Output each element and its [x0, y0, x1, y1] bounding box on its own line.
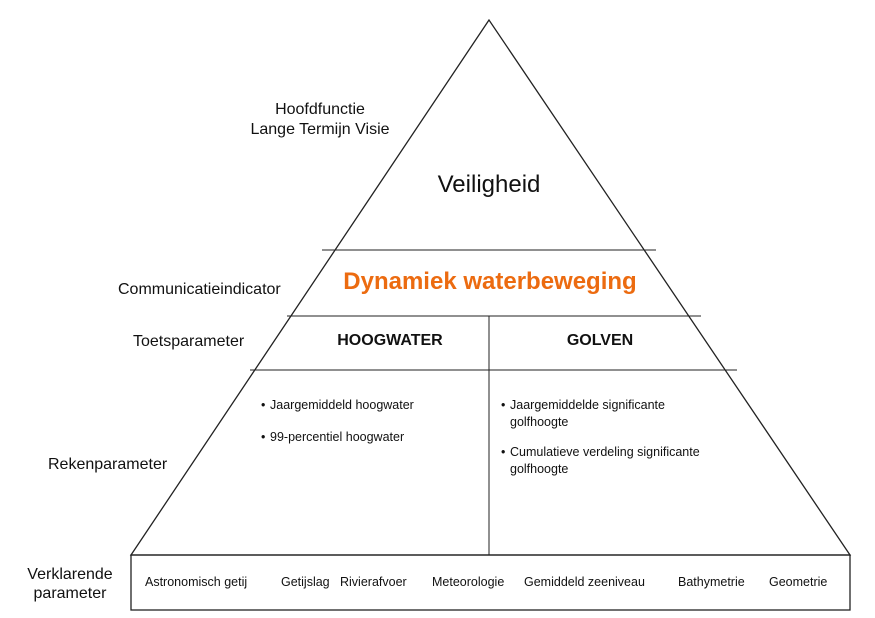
reken-right-item-line: Cumulatieve verdeling significante: [510, 445, 700, 459]
base-item-gemiddeld-zeeniveau: Gemiddeld zeeniveau: [524, 575, 645, 589]
level-label-verklarend-line1: Verklarende: [27, 566, 113, 583]
reken-right-item-line: Jaargemiddelde significante: [510, 398, 665, 412]
list-item: • 99-percentiel hoogwater: [261, 429, 414, 446]
base-item-astronomisch-getij: Astronomisch getij: [145, 575, 248, 589]
reken-right-item: Jaargemiddelde significante golfhoogte: [510, 397, 665, 431]
bullet-dot-icon: •: [501, 445, 506, 459]
reken-left-item: 99-percentiel hoogwater: [270, 430, 405, 444]
level-label-verklarend: Verklarende parameter: [15, 565, 125, 603]
reken-right-item: Cumulatieve verdeling significante golfh…: [510, 444, 700, 478]
base-item-geometrie: Geometrie: [769, 575, 828, 589]
level-label-communicatie: Communicatieindicator: [118, 281, 281, 298]
list-item: • Jaargemiddelde significante golfhoogte: [501, 397, 700, 431]
base-item-getijslag: Getijslag: [281, 575, 330, 589]
base-box: [130, 554, 851, 611]
level-label-verklarend-line2: parameter: [33, 585, 107, 602]
list-item: • Cumulatieve verdeling significante gol…: [501, 444, 700, 478]
reken-right-item-line: golfhoogte: [510, 462, 569, 476]
bullet-dot-icon: •: [261, 398, 266, 412]
reken-right-list: • Jaargemiddelde significante golfhoogte…: [501, 397, 700, 478]
base-item-meteorologie: Meteorologie: [432, 575, 505, 589]
reken-left-list: • Jaargemiddeld hoogwater • 99-percentie…: [261, 397, 414, 446]
base-item-rivierafvoer: Rivierafvoer: [340, 575, 407, 589]
apex-title: Veiligheid: [437, 171, 541, 198]
toets-column-hoogwater: HOOGWATER: [337, 332, 443, 349]
reken-left-item: Jaargemiddeld hoogwater: [270, 398, 414, 412]
indicator-title: Dynamiek waterbeweging: [343, 268, 637, 295]
toets-column-golven: GOLVEN: [566, 332, 634, 349]
bullet-dot-icon: •: [501, 398, 506, 412]
list-item: • Jaargemiddeld hoogwater: [261, 397, 414, 414]
level-label-hoofdfunctie-line2: Lange Termijn Visie: [250, 121, 390, 138]
reken-right-item-line: golfhoogte: [510, 415, 569, 429]
level-label-reken: Rekenparameter: [48, 456, 168, 473]
bullet-dot-icon: •: [261, 430, 266, 444]
level-label-toets: Toetsparameter: [133, 333, 245, 350]
level-label-hoofdfunctie-line1: Hoofdfunctie: [275, 101, 365, 118]
base-item-bathymetrie: Bathymetrie: [678, 575, 745, 589]
level-label-hoofdfunctie: Hoofdfunctie Lange Termijn Visie: [250, 100, 390, 140]
